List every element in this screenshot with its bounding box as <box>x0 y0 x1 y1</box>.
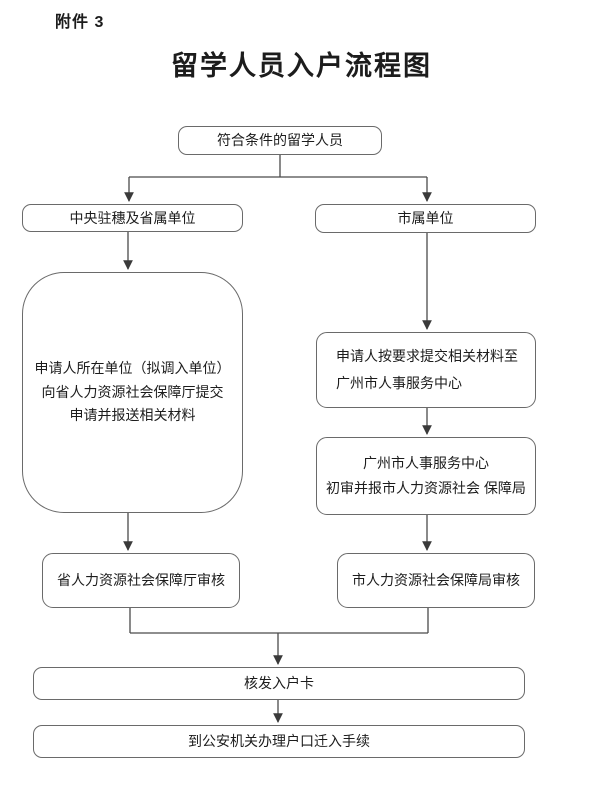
node-label-line: 申请人所在单位（拟调入单位） <box>34 360 231 377</box>
node-label-line: 广州市人事服务中心 <box>336 375 462 391</box>
node-unit-submit-application: 申请人所在单位（拟调入单位） 向省人力资源社会保障厅提交 申请并报送相关材料 <box>22 272 243 513</box>
node-label: 到公安机关办理户口迁入手续 <box>188 733 370 749</box>
node-service-center-initial-review: 广州市人事服务中心 初审并报市人力资源社会 保障局 <box>316 437 536 515</box>
attachment-label: 附件 3 <box>55 14 105 31</box>
node-label-line: 初审并报市人力资源社会 保障局 <box>326 480 526 496</box>
node-eligible-returnees: 符合条件的留学人员 <box>178 126 382 155</box>
node-provincial-hr-review: 省人力资源社会保障厅审核 <box>42 553 240 608</box>
node-applicant-submit-materials: 申请人按要求提交相关材料至 广州市人事服务中心 <box>316 332 536 408</box>
node-label-line: 向省人力资源社会保障厅提交 <box>41 383 224 400</box>
node-issue-household-card: 核发入户卡 <box>33 667 525 700</box>
node-label: 市人力资源社会保障局审核 <box>352 572 520 588</box>
node-label: 核发入户卡 <box>244 675 314 691</box>
node-label: 市属单位 <box>397 210 454 226</box>
page-title: 留学人员入户流程图 <box>171 51 432 81</box>
node-municipal-hr-review: 市人力资源社会保障局审核 <box>337 553 535 608</box>
node-label: 中央驻穗及省属单位 <box>69 209 196 226</box>
connector-merge <box>129 608 429 634</box>
node-label-line: 申请人按要求提交相关材料至 <box>336 348 518 364</box>
node-central-provincial-units: 中央驻穗及省属单位 <box>22 204 243 232</box>
connector-split-trunk <box>129 155 427 178</box>
node-municipal-units: 市属单位 <box>315 204 536 233</box>
node-label: 符合条件的留学人员 <box>217 132 343 148</box>
node-label-line: 申请并报送相关材料 <box>69 407 196 424</box>
node-label-line: 广州市人事服务中心 <box>363 455 489 471</box>
node-police-registration-procedures: 到公安机关办理户口迁入手续 <box>33 725 525 758</box>
node-label: 省人力资源社会保障厅审核 <box>57 572 225 588</box>
